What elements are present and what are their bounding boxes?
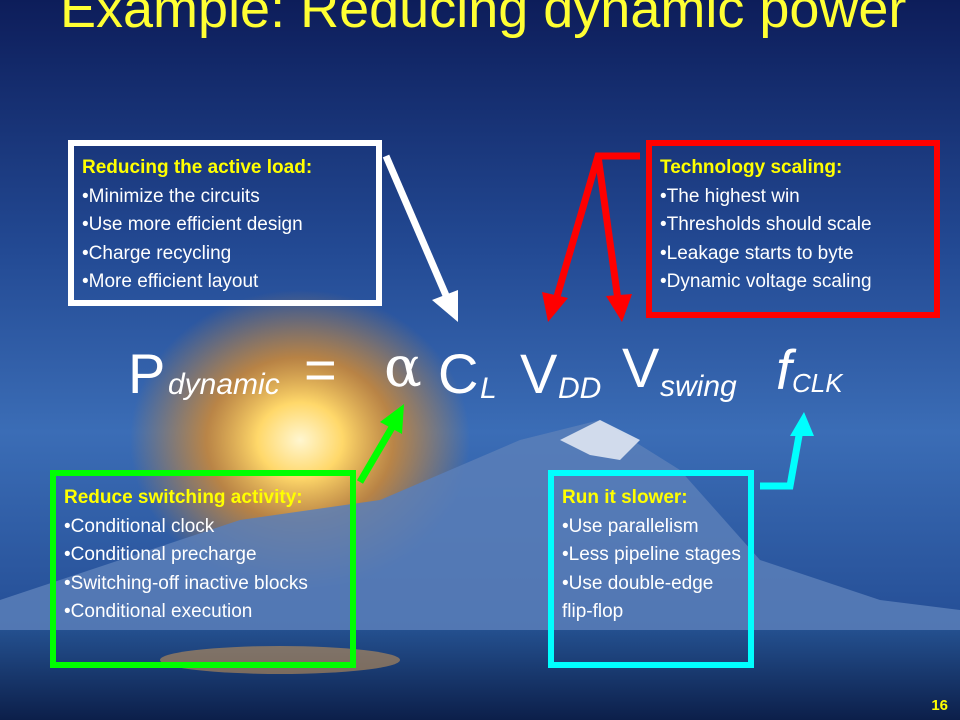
active-load-heading: Reducing the active load: [82,157,313,178]
run-slower-item: •Less pipeline stages [562,544,741,565]
equation-p-subscript: dynamic [168,368,280,401]
run-slower-item: •Use double-edge flip-flop [562,572,714,623]
run-slower-heading: Run it slower: [562,487,688,508]
reduce-switching-heading: Reduce switching activity: [64,487,303,508]
active-load-box: Reducing the active load: •Minimize the … [68,140,382,306]
equation-c-subscript: L [480,372,497,405]
technology-scaling-item: •Thresholds should scale [660,214,872,235]
reduce-switching-item: •Switching-off inactive blocks [64,572,308,594]
equation-vswing-subscript: swing [660,370,737,403]
equation-f: f [776,338,792,401]
technology-scaling-item: •Dynamic voltage scaling [660,271,872,292]
reduce-switching-item: •Conditional precharge [64,544,257,565]
active-load-item: •Use more efficient design [82,214,303,235]
technology-scaling-item: •Leakage starts to byte [660,242,854,264]
technology-scaling-box: Technology scaling: •The highest win •Th… [646,140,940,318]
equation-vdd-subscript: DD [558,372,602,405]
slide-title: Example: Reducing dynamic power [60,0,907,39]
reduce-switching-item: •Conditional execution [64,601,253,622]
run-slower-item: •Use parallelism [562,515,699,537]
active-load-item: •More efficient layout [82,271,259,292]
equation-vswing: V [622,336,660,399]
equation-alpha: α [384,335,422,400]
technology-scaling-heading: Technology scaling: [660,157,843,178]
equation-equals: = [304,338,337,401]
equation-f-subscript: CLK [792,368,843,398]
run-slower-box: Run it slower: •Use parallelism •Less pi… [548,470,754,668]
active-load-item: •Minimize the circuits [82,185,260,207]
reduce-switching-item: •Conditional clock [64,515,215,537]
page-number: 16 [931,697,948,714]
equation-vdd: V [520,342,558,405]
technology-scaling-item: •The highest win [660,185,800,207]
reduce-switching-box: Reduce switching activity: •Conditional … [50,470,356,668]
equation-c: C [438,342,479,405]
active-load-item: •Charge recycling [82,242,232,264]
equation-p: P [128,342,166,405]
